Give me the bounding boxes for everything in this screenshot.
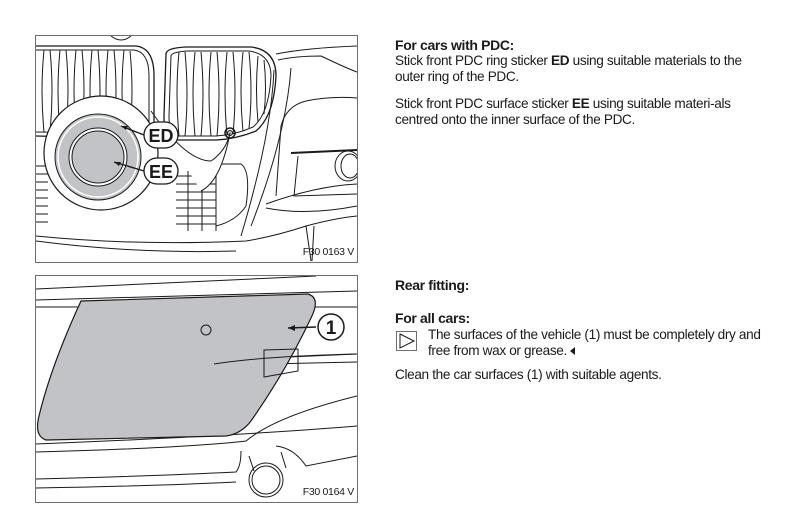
figure-rear-surface: 1 F30 0164 V xyxy=(35,275,358,503)
callout-ed-badge xyxy=(143,121,179,149)
front-bumper-illustration: ED EE xyxy=(36,36,357,262)
front-paragraph-2: Stick front PDC surface sticker EE using… xyxy=(395,96,731,127)
note-block: The surfaces of the vehicle (1) must be … xyxy=(395,327,765,359)
rear-heading: Rear fitting: xyxy=(395,277,470,293)
sticker-ee-ref: EE xyxy=(571,96,590,111)
sticker-ed-ref: ED xyxy=(551,53,570,68)
figure-code: F30 0163 V xyxy=(302,246,355,258)
end-of-note-icon xyxy=(569,347,575,355)
callout-ee-badge xyxy=(143,157,179,185)
shaded-surface xyxy=(36,293,316,441)
callout-1-badge xyxy=(317,313,345,341)
callout-ed: ED xyxy=(148,126,173,146)
rear-paragraph: Clean the car surfaces (1) with suitable… xyxy=(395,367,662,382)
figure-code: F30 0164 V xyxy=(302,486,355,498)
pdc-magnifier: ED EE xyxy=(43,95,231,211)
all-cars-subheading: For all cars: xyxy=(395,310,470,326)
lower-grille xyxy=(36,163,249,231)
front-heading: For cars with PDC: xyxy=(395,37,514,53)
front-pdc-section: For cars with PDC: Stick front PDC ring … xyxy=(395,37,765,128)
callout-ee: EE xyxy=(149,162,173,182)
rear-bumper-illustration: 1 xyxy=(36,276,357,498)
right-grille-bars xyxy=(176,51,266,137)
front-paragraph-1: Stick front PDC ring sticker ED using su… xyxy=(395,53,742,84)
callout-1: 1 xyxy=(326,318,337,339)
note-text: The surfaces of the vehicle (1) must be … xyxy=(428,327,761,358)
note-triangle-icon xyxy=(396,331,417,351)
rear-all-cars-section: For all cars: The surfaces of the vehicl… xyxy=(395,310,765,383)
figure-front-pdc: ED EE F30 0163 V xyxy=(35,35,358,263)
